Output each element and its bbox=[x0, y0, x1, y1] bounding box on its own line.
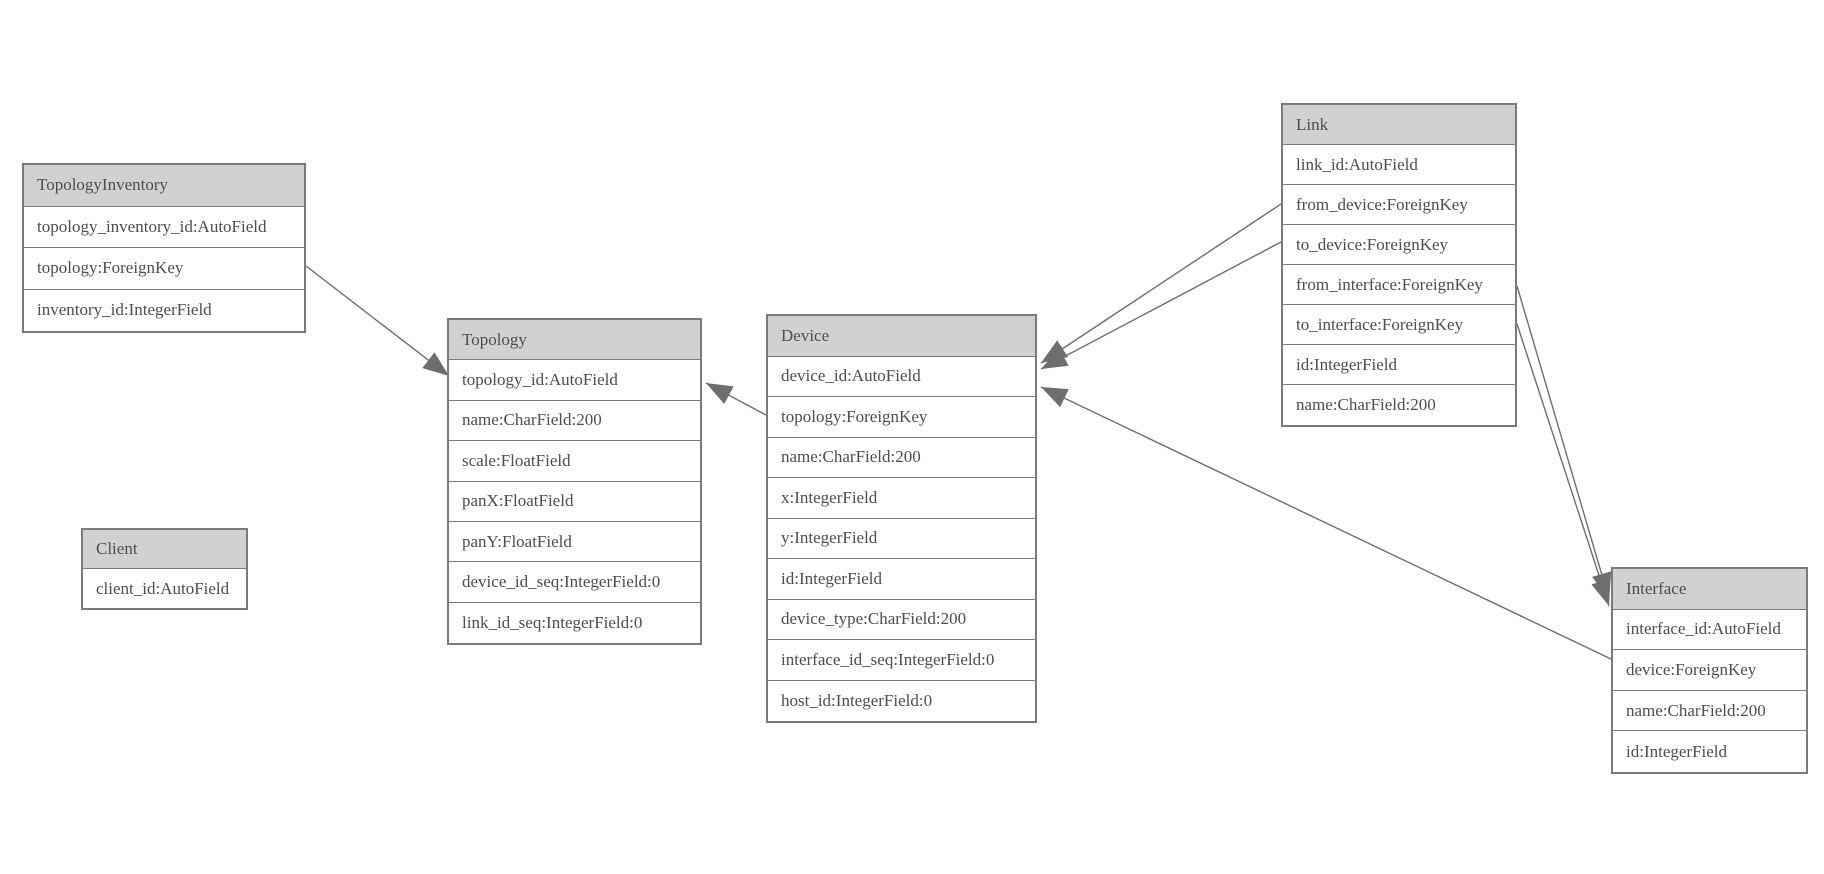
edge-link-from-device bbox=[1040, 203, 1282, 364]
field-device_type: device_type:CharField:200 bbox=[768, 599, 1035, 640]
field-interface_id_seq: interface_id_seq:IntegerField:0 bbox=[768, 640, 1035, 681]
field-id: id:IntegerField bbox=[1283, 345, 1515, 385]
field-device: device:ForeignKey bbox=[1613, 650, 1806, 691]
entity-title-client: Client bbox=[83, 530, 246, 569]
field-name: name:CharField:200 bbox=[1283, 385, 1515, 425]
field-link_id_seq: link_id_seq:IntegerField:0 bbox=[449, 602, 700, 644]
field-name: name:CharField:200 bbox=[1613, 690, 1806, 732]
field-topology: topology:ForeignKey bbox=[24, 248, 304, 290]
field-x: x:IntegerField bbox=[768, 478, 1035, 519]
edge-device-topology bbox=[705, 382, 767, 416]
entity-title-device: Device bbox=[768, 316, 1035, 357]
field-to_interface: to_interface:ForeignKey bbox=[1283, 305, 1515, 345]
edge-topologyinventory-topology bbox=[305, 265, 450, 377]
field-interface_id: interface_id:AutoField bbox=[1613, 609, 1806, 651]
field-name: name:CharField:200 bbox=[449, 400, 700, 442]
field-host_id: host_id:IntegerField:0 bbox=[768, 680, 1035, 721]
edge-link-from-interface bbox=[1516, 285, 1612, 600]
field-panX: panX:FloatField bbox=[449, 481, 700, 522]
field-y: y:IntegerField bbox=[768, 518, 1035, 559]
field-topology_inventory_id: topology_inventory_id:AutoField bbox=[24, 206, 304, 248]
field-inventory_id: inventory_id:IntegerField bbox=[24, 289, 304, 331]
edge-link-to-device bbox=[1040, 241, 1282, 370]
field-panY: panY:FloatField bbox=[449, 521, 700, 563]
entity-title-link: Link bbox=[1283, 105, 1515, 145]
entity-title-topology: Topology bbox=[449, 320, 700, 361]
field-topology: topology:ForeignKey bbox=[768, 397, 1035, 438]
edge-link-to-interface bbox=[1516, 323, 1611, 607]
entity-title-interface: Interface bbox=[1613, 569, 1806, 610]
field-link_id: link_id:AutoField bbox=[1283, 145, 1515, 185]
field-topology_id: topology_id:AutoField bbox=[449, 360, 700, 401]
edge-interface-device bbox=[1040, 386, 1612, 660]
field-name: name:CharField:200 bbox=[768, 437, 1035, 478]
field-client_id: client_id:AutoField bbox=[83, 569, 246, 608]
entity-title-topologyinventory: TopologyInventory bbox=[24, 165, 304, 207]
field-from_device: from_device:ForeignKey bbox=[1283, 185, 1515, 225]
field-to_device: to_device:ForeignKey bbox=[1283, 225, 1515, 265]
field-from_interface: from_interface:ForeignKey bbox=[1283, 265, 1515, 305]
field-id: id:IntegerField bbox=[1613, 731, 1806, 772]
field-id: id:IntegerField bbox=[768, 559, 1035, 600]
field-scale: scale:FloatField bbox=[449, 441, 700, 482]
field-device_id: device_id:AutoField bbox=[768, 356, 1035, 397]
field-device_id_seq: device_id_seq:IntegerField:0 bbox=[449, 562, 700, 603]
